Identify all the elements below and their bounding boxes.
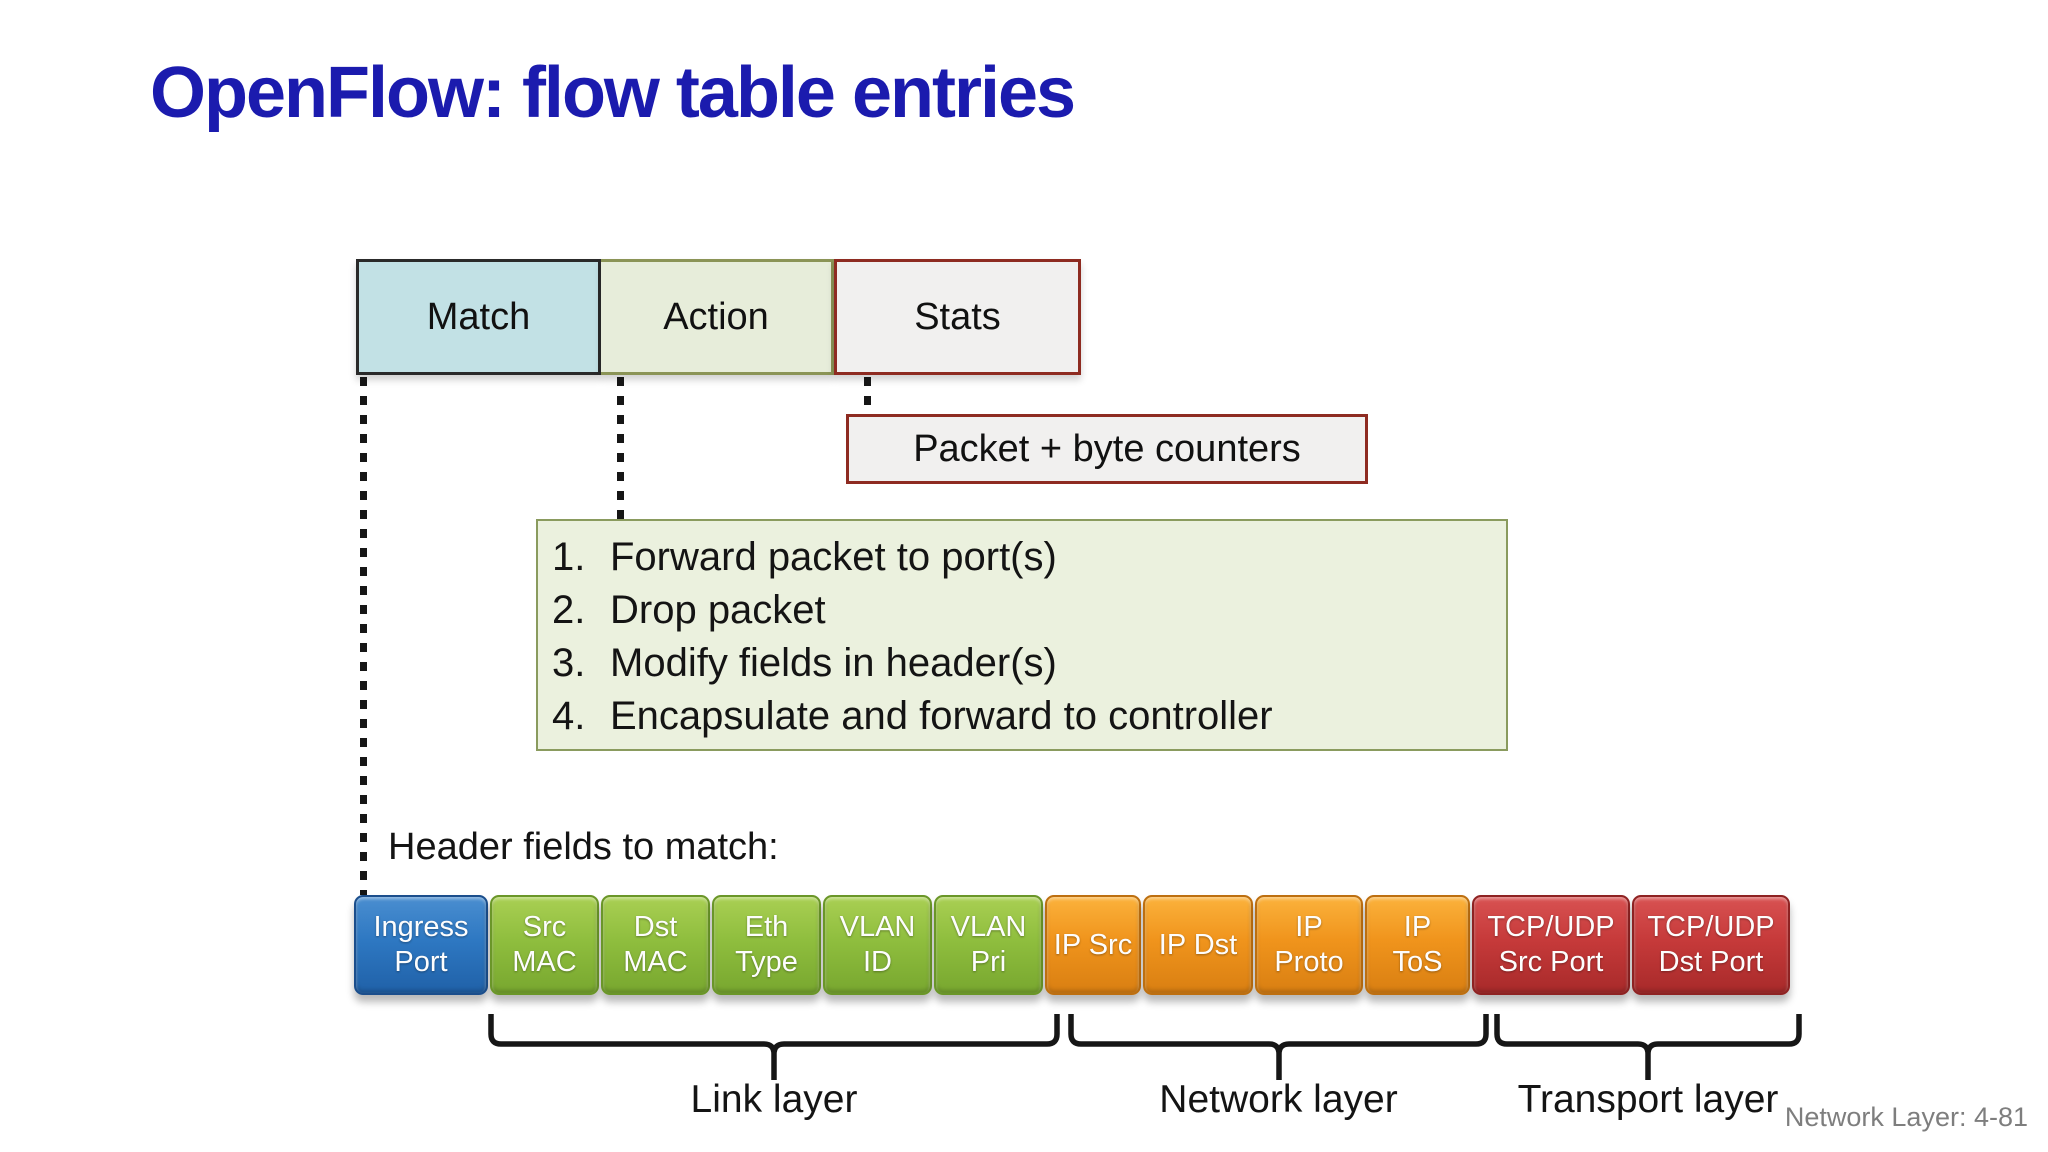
layer-brace bbox=[1494, 1014, 1802, 1080]
header-fields-heading: Header fields to match: bbox=[388, 826, 779, 868]
layer-label: Link layer bbox=[690, 1078, 858, 1121]
layer-label: Transport layer bbox=[1517, 1078, 1779, 1121]
action-list-item: 1.Forward packet to port(s) bbox=[552, 535, 1057, 579]
flow-table-row: Match Action Stats bbox=[356, 259, 1081, 375]
dotted-connector-action bbox=[617, 377, 624, 519]
action-list-item: 4.Encapsulate and forward to controller bbox=[552, 694, 1273, 738]
header-field-ipdst: IP Dst bbox=[1143, 895, 1253, 995]
flow-table-cell-action: Action bbox=[601, 259, 834, 375]
layer-brace bbox=[1068, 1014, 1489, 1080]
layer-label: Network layer bbox=[1159, 1078, 1398, 1121]
dotted-connector-stats bbox=[864, 377, 871, 414]
dotted-connector-match bbox=[360, 377, 367, 895]
action-list-box: 1.Forward packet to port(s) 2.Drop packet… bbox=[536, 519, 1508, 751]
action-list-item: 3.Modify fields in header(s) bbox=[552, 641, 1057, 685]
header-field-ipsrc: IP Src bbox=[1045, 895, 1141, 995]
footer-page-label: Network Layer: 4-81 bbox=[1784, 1102, 2028, 1132]
flow-table-cell-match: Match bbox=[356, 259, 601, 375]
action-list: 1.Forward packet to port(s) 2.Drop packet… bbox=[552, 531, 1488, 743]
flow-table-cell-stats: Stats bbox=[834, 259, 1081, 375]
layer-brace bbox=[488, 1014, 1060, 1080]
stats-counters-box: Packet + byte counters bbox=[846, 414, 1368, 484]
action-list-item: 2.Drop packet bbox=[552, 588, 826, 632]
slide-title: OpenFlow: flow table entries bbox=[150, 53, 1076, 133]
